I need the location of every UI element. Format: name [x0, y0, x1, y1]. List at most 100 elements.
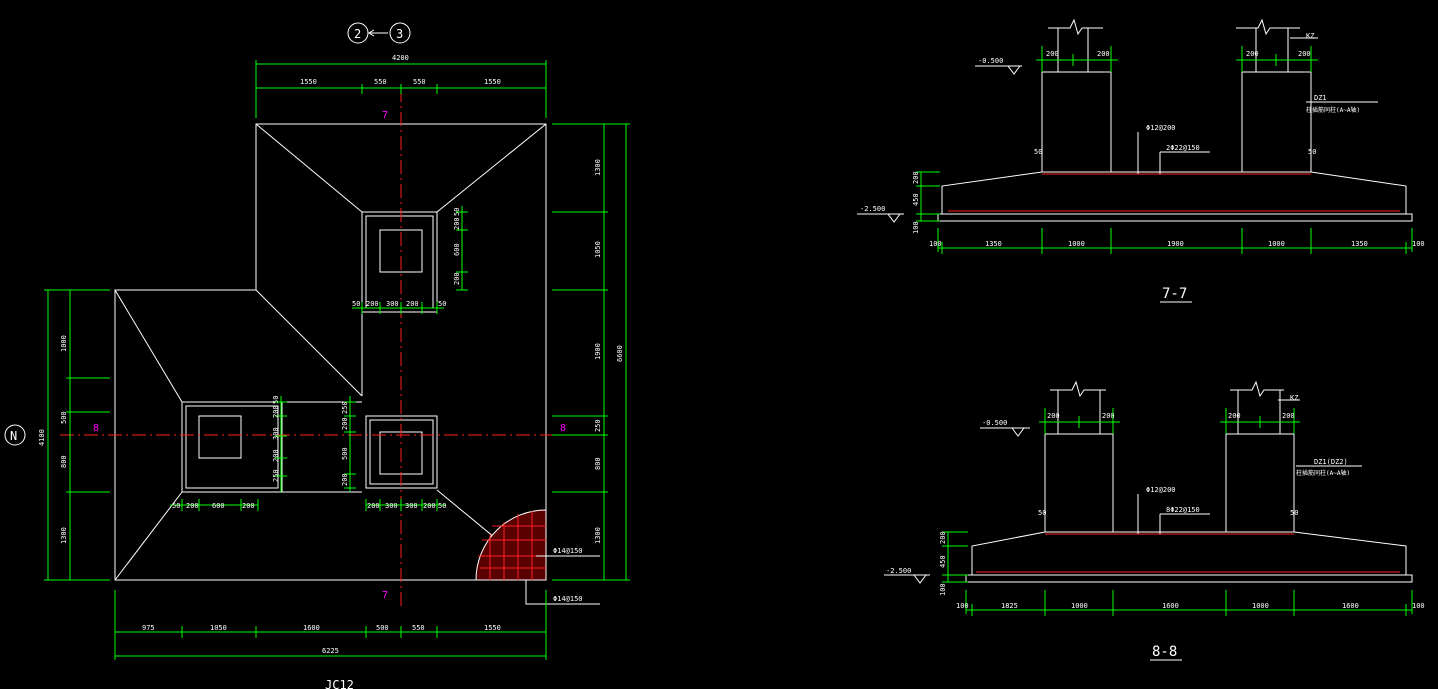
dim-rightcol-h-2: 300	[385, 502, 398, 510]
dim-leftcol-h-2: 200	[186, 502, 199, 510]
dim-top-3: 550	[413, 78, 426, 86]
cushion-7	[937, 213, 1413, 222]
width-8-4: 1600	[1162, 602, 1179, 610]
dim-col-right-7-a: 200	[1246, 50, 1259, 58]
leader-rebar-2	[525, 580, 600, 605]
dim-right-3: 1900	[594, 343, 602, 360]
dim-col-left-8-a: 200	[1047, 412, 1060, 420]
dim-top-4: 1550	[484, 78, 501, 86]
break-mark-right-8	[1230, 380, 1284, 398]
dim-left-3: 800	[60, 455, 68, 468]
pier-left-8	[1044, 433, 1114, 532]
dim-leftcol-v-2: 200	[272, 405, 280, 418]
dim-bottom	[114, 590, 547, 660]
height-8-2: 450	[939, 555, 947, 568]
dim-right	[552, 123, 630, 581]
height-7-3: 100	[912, 221, 920, 234]
dim-right-1: 1300	[594, 159, 602, 176]
pier-left-7	[1041, 71, 1112, 172]
dim-col-right-7-b: 200	[1298, 50, 1311, 58]
footing-slope-left-7	[941, 171, 1043, 214]
section-mark-8-right: 8	[560, 423, 566, 434]
dim-top-2: 550	[374, 78, 387, 86]
dim-top-1: 1550	[300, 78, 317, 86]
dim-rightcol-v-2: 200	[341, 417, 349, 430]
dim-bottom-6: 1550	[484, 624, 501, 632]
footing-slope-left-8	[971, 531, 1046, 575]
cushion-8	[965, 574, 1413, 583]
slope-line	[114, 289, 183, 403]
axis-bubble-3	[389, 22, 411, 44]
axis-bubble-2	[347, 22, 369, 44]
width-7-2: 1350	[985, 240, 1002, 248]
break-mark-left	[1048, 18, 1103, 36]
elev-top-7: -0.500	[978, 57, 1003, 65]
dim-rightcol-v-4: 200	[341, 473, 349, 486]
footing-slope-right-7	[1310, 171, 1407, 214]
col-tag-7: KZ	[1306, 32, 1314, 40]
pier-tag-8: DZ1(DZ2)	[1314, 458, 1348, 466]
dim-bottom-3: 1600	[303, 624, 320, 632]
footing-slope-right-8	[1293, 531, 1407, 575]
dim-col-left-8-b: 200	[1102, 412, 1115, 420]
dim-left-col	[170, 396, 287, 511]
dim-rightcol-h-1: 200	[367, 502, 380, 510]
elev-marker-bottom-8	[913, 574, 927, 584]
width-8-7: 100	[1412, 602, 1425, 610]
dim-rightcol-v-3: 500	[341, 447, 349, 460]
height-7-2: 450	[912, 193, 920, 206]
width-8-6: 1600	[1342, 602, 1359, 610]
dim-col-left-7-b: 200	[1097, 50, 1110, 58]
width-8-2: 1825	[1001, 602, 1018, 610]
width-7-6: 1350	[1351, 240, 1368, 248]
dim-upper-v-3: 600	[453, 243, 461, 256]
stirrup-8: Φ12@200	[1146, 486, 1176, 494]
dim-upper-col	[352, 206, 468, 314]
dim-leftcol-h-1: 50	[172, 502, 180, 510]
pier-tag-7: DZ1	[1314, 94, 1327, 102]
chamfer-l-7: 50	[1034, 148, 1042, 156]
dim-left-2: 500	[60, 411, 68, 424]
dim-rightcol-h-4: 200	[423, 502, 436, 510]
pier-left-inner	[185, 405, 279, 489]
dim-leftcol-h-3: 600	[212, 502, 225, 510]
height-8-3: 100	[939, 583, 947, 596]
footing-outline	[114, 123, 547, 581]
stirrup-7: Φ12@200	[1146, 124, 1176, 132]
chamfer-l-8: 50	[1038, 509, 1046, 517]
dim-left-total: 4100	[38, 429, 46, 446]
rebar-hatch	[475, 509, 547, 581]
section-mark-7-bottom: 7	[382, 590, 388, 601]
dim-leftcol-v-4: 200	[272, 449, 280, 462]
axis-label-2: 2	[354, 27, 361, 41]
width-8-3: 1000	[1071, 602, 1088, 610]
dim-col-left-7-a: 200	[1046, 50, 1059, 58]
dim-upper-v-2: 200	[453, 217, 461, 230]
pier-right	[365, 415, 438, 489]
dim-col-right-8-a: 200	[1228, 412, 1241, 420]
rebar-label-1: Φ14@150	[553, 547, 583, 555]
width-7-3: 1000	[1068, 240, 1085, 248]
axis-label-n: N	[10, 429, 17, 443]
column-left	[198, 415, 242, 459]
dim-left-4: 1300	[60, 527, 68, 544]
height-7-1: 200	[912, 171, 920, 184]
dim-upper-h-4: 200	[406, 300, 419, 308]
dim-right-5: 800	[594, 457, 602, 470]
height-8-1: 200	[939, 531, 947, 544]
section-title-8: 8-8	[1152, 644, 1177, 660]
dim-rightcol-h-3: 300	[405, 502, 418, 510]
dim-bottom-4: 500	[376, 624, 389, 632]
dim-right-6: 1300	[594, 527, 602, 544]
dim-leftcol-v-5: 250	[272, 469, 280, 482]
pier-right-8	[1225, 433, 1295, 532]
width-8-1: 100	[956, 602, 969, 610]
dim-leftcol-h-4: 200	[242, 502, 255, 510]
pier-left	[181, 401, 283, 493]
dim-bottom-5: 550	[412, 624, 425, 632]
dim-leftcol-v-1: 50	[272, 396, 280, 404]
axis-label-3: 3	[396, 27, 403, 41]
plan-view: 2 3 N 7 7 8 8	[4, 22, 630, 689]
elev-marker-bottom-7	[887, 213, 901, 223]
